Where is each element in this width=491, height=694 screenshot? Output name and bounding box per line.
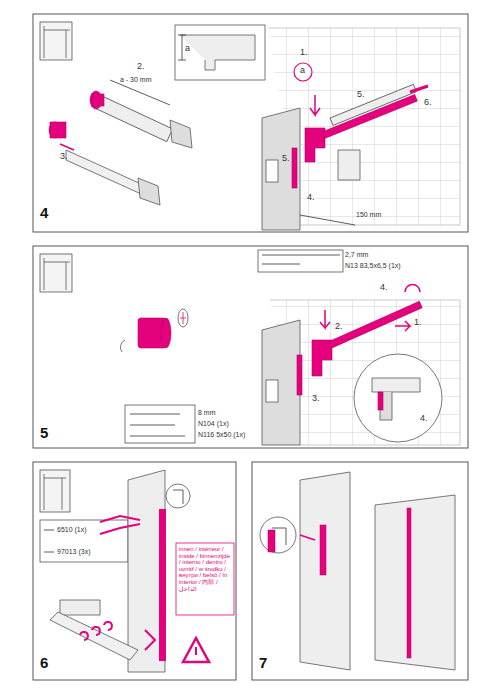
dimension-label: a [300, 66, 305, 76]
dimension-label: a - 30 mm [120, 76, 152, 84]
part-label: N104 (1x) [198, 420, 229, 428]
step-number: 7 [259, 655, 267, 672]
callout-number: 4. [380, 283, 388, 293]
dimension-label: a [185, 44, 190, 54]
callout-number: 1. [414, 318, 422, 328]
part-label: N116 5x50 (1x) [198, 431, 245, 439]
callout-number: 5. [357, 90, 365, 100]
dimension-label: 150 mm [356, 211, 381, 219]
callout-number: 1. [300, 48, 308, 58]
step-number: 5 [40, 425, 48, 442]
callout-number: 6. [424, 98, 432, 108]
part-label: N13 83,5x6,5 (1x) [345, 262, 401, 270]
step-number: 6 [40, 655, 48, 672]
callout-number: 5. [282, 154, 290, 164]
tool-label: 8 mm [198, 409, 216, 417]
callout-number: 2. [137, 62, 145, 72]
tool-label: 2,7 mm [345, 251, 368, 259]
callout-number: 3. [312, 394, 320, 404]
callout-number: 4. [307, 193, 315, 203]
part-label: 6510 (1x) [57, 526, 87, 534]
inside-note: innen / intérieur / inside / binnenzijde… [179, 546, 232, 592]
callout-number: 4. [420, 414, 428, 424]
callout-number: 2. [335, 322, 343, 332]
callout-number: 3. [60, 152, 68, 162]
step-number: 4 [40, 205, 48, 222]
part-label: 97013 (3x) [57, 548, 90, 556]
